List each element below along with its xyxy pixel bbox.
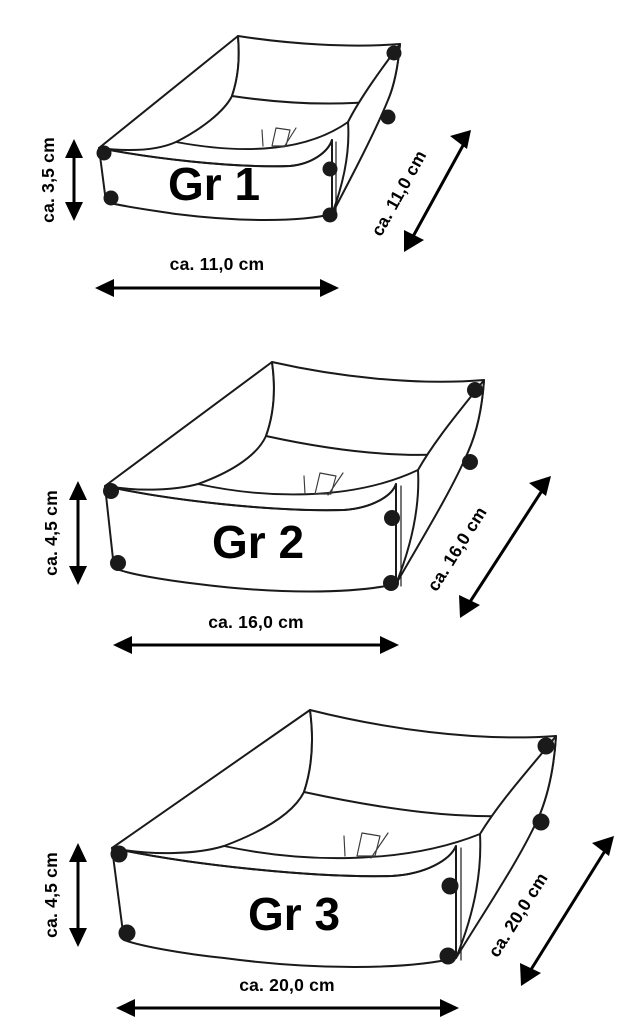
snap-button	[384, 510, 400, 526]
height-dimension-gr-1: ca. 3,5 cm	[38, 137, 83, 223]
height-arrow-down	[69, 928, 87, 947]
width-dimension-label: ca. 16,0 cm	[208, 612, 304, 632]
depth-dimension-gr-1: ca. 11,0 cm	[367, 130, 471, 252]
product-figure-gr-1: Gr 1 ca. 3,5 cm ca. 11,0 cm c	[0, 0, 635, 340]
tray-wall-back-left	[98, 35, 240, 151]
depth-arrow-down-left	[459, 595, 480, 618]
snap-button	[96, 145, 112, 161]
height-dimension-label: ca. 3,5 cm	[38, 137, 58, 223]
tray-inner-bottom	[197, 469, 419, 496]
snap-button	[103, 483, 119, 499]
product-figure-gr-3: Gr 3 ca. 4,5 cm ca. 20,0 cm ca. 20,0 cm	[0, 688, 635, 1024]
tray-inner-bottom	[175, 121, 349, 150]
height-dimension-gr-2: ca. 4,5 cm	[41, 481, 87, 585]
depth-arrow-down-left	[520, 963, 541, 986]
width-dimension-label: ca. 20,0 cm	[239, 975, 335, 995]
depth-dimension-label: ca. 11,0 cm	[367, 147, 430, 239]
brand-mark-icon	[303, 472, 344, 496]
size-label-gr-3: Gr 3	[248, 888, 340, 940]
width-dimension-gr-2: ca. 16,0 cm	[113, 612, 399, 654]
height-dimension-label: ca. 4,5 cm	[41, 852, 61, 938]
width-arrow-left	[113, 636, 132, 654]
snap-button	[467, 382, 483, 398]
size-label-gr-1: Gr 1	[168, 158, 260, 210]
height-arrow-up	[69, 843, 87, 862]
snap-button	[110, 555, 126, 571]
size-label-gr-2: Gr 2	[212, 516, 304, 568]
product-figure-gr-2: Gr 2 ca. 4,5 cm ca. 16,0 cm ca. 16,0 cm	[0, 340, 635, 688]
width-arrow-left	[95, 279, 114, 297]
depth-arrow-down-left	[404, 230, 424, 252]
snap-button	[380, 109, 396, 125]
snap-button	[118, 924, 136, 942]
height-dimension-gr-3: ca. 4,5 cm	[41, 843, 87, 947]
height-arrow-down	[69, 566, 87, 585]
width-dimension-gr-1: ca. 11,0 cm	[95, 254, 339, 297]
tray-front-top-fold	[111, 845, 457, 878]
depth-arrow-up-right	[450, 130, 471, 149]
snap-button	[383, 575, 399, 591]
snap-button	[386, 45, 402, 61]
depth-arrow-up-right	[529, 476, 551, 496]
height-dimension-label: ca. 4,5 cm	[41, 490, 61, 576]
height-arrow-up	[65, 139, 83, 158]
width-arrow-left	[116, 999, 135, 1017]
width-arrow-right	[440, 999, 459, 1017]
snap-button	[441, 877, 459, 895]
depth-dim-line	[408, 139, 468, 243]
snap-button	[439, 947, 457, 965]
snap-button	[103, 190, 119, 206]
tray-front-top-fold	[98, 139, 333, 168]
tray-illustration-gr-1: Gr 1	[96, 35, 402, 223]
tray-inner-bottom	[223, 833, 481, 860]
depth-dim-line	[525, 845, 610, 977]
depth-arrow-up-right	[592, 836, 614, 856]
tray-wall-back-left	[104, 361, 275, 491]
snap-button	[537, 737, 555, 755]
tray-illustration-gr-3: Gr 3	[110, 709, 557, 968]
snap-button	[462, 454, 478, 470]
brand-mark-icon	[261, 127, 297, 148]
width-arrow-right	[320, 279, 339, 297]
height-arrow-up	[69, 481, 87, 500]
tray-illustration-gr-2: Gr 2	[103, 361, 485, 593]
snap-button	[110, 845, 128, 863]
width-dimension-label: ca. 11,0 cm	[170, 254, 265, 274]
depth-dim-line	[464, 485, 547, 609]
snap-button	[322, 207, 338, 223]
tray-wall-back-left	[111, 709, 313, 855]
width-arrow-right	[380, 636, 399, 654]
width-dimension-gr-3: ca. 20,0 cm	[116, 975, 459, 1017]
snap-button	[532, 813, 550, 831]
brand-mark-icon	[343, 832, 389, 859]
height-arrow-down	[65, 202, 83, 221]
tray-front-top-fold	[104, 483, 397, 512]
snap-button	[322, 161, 338, 177]
